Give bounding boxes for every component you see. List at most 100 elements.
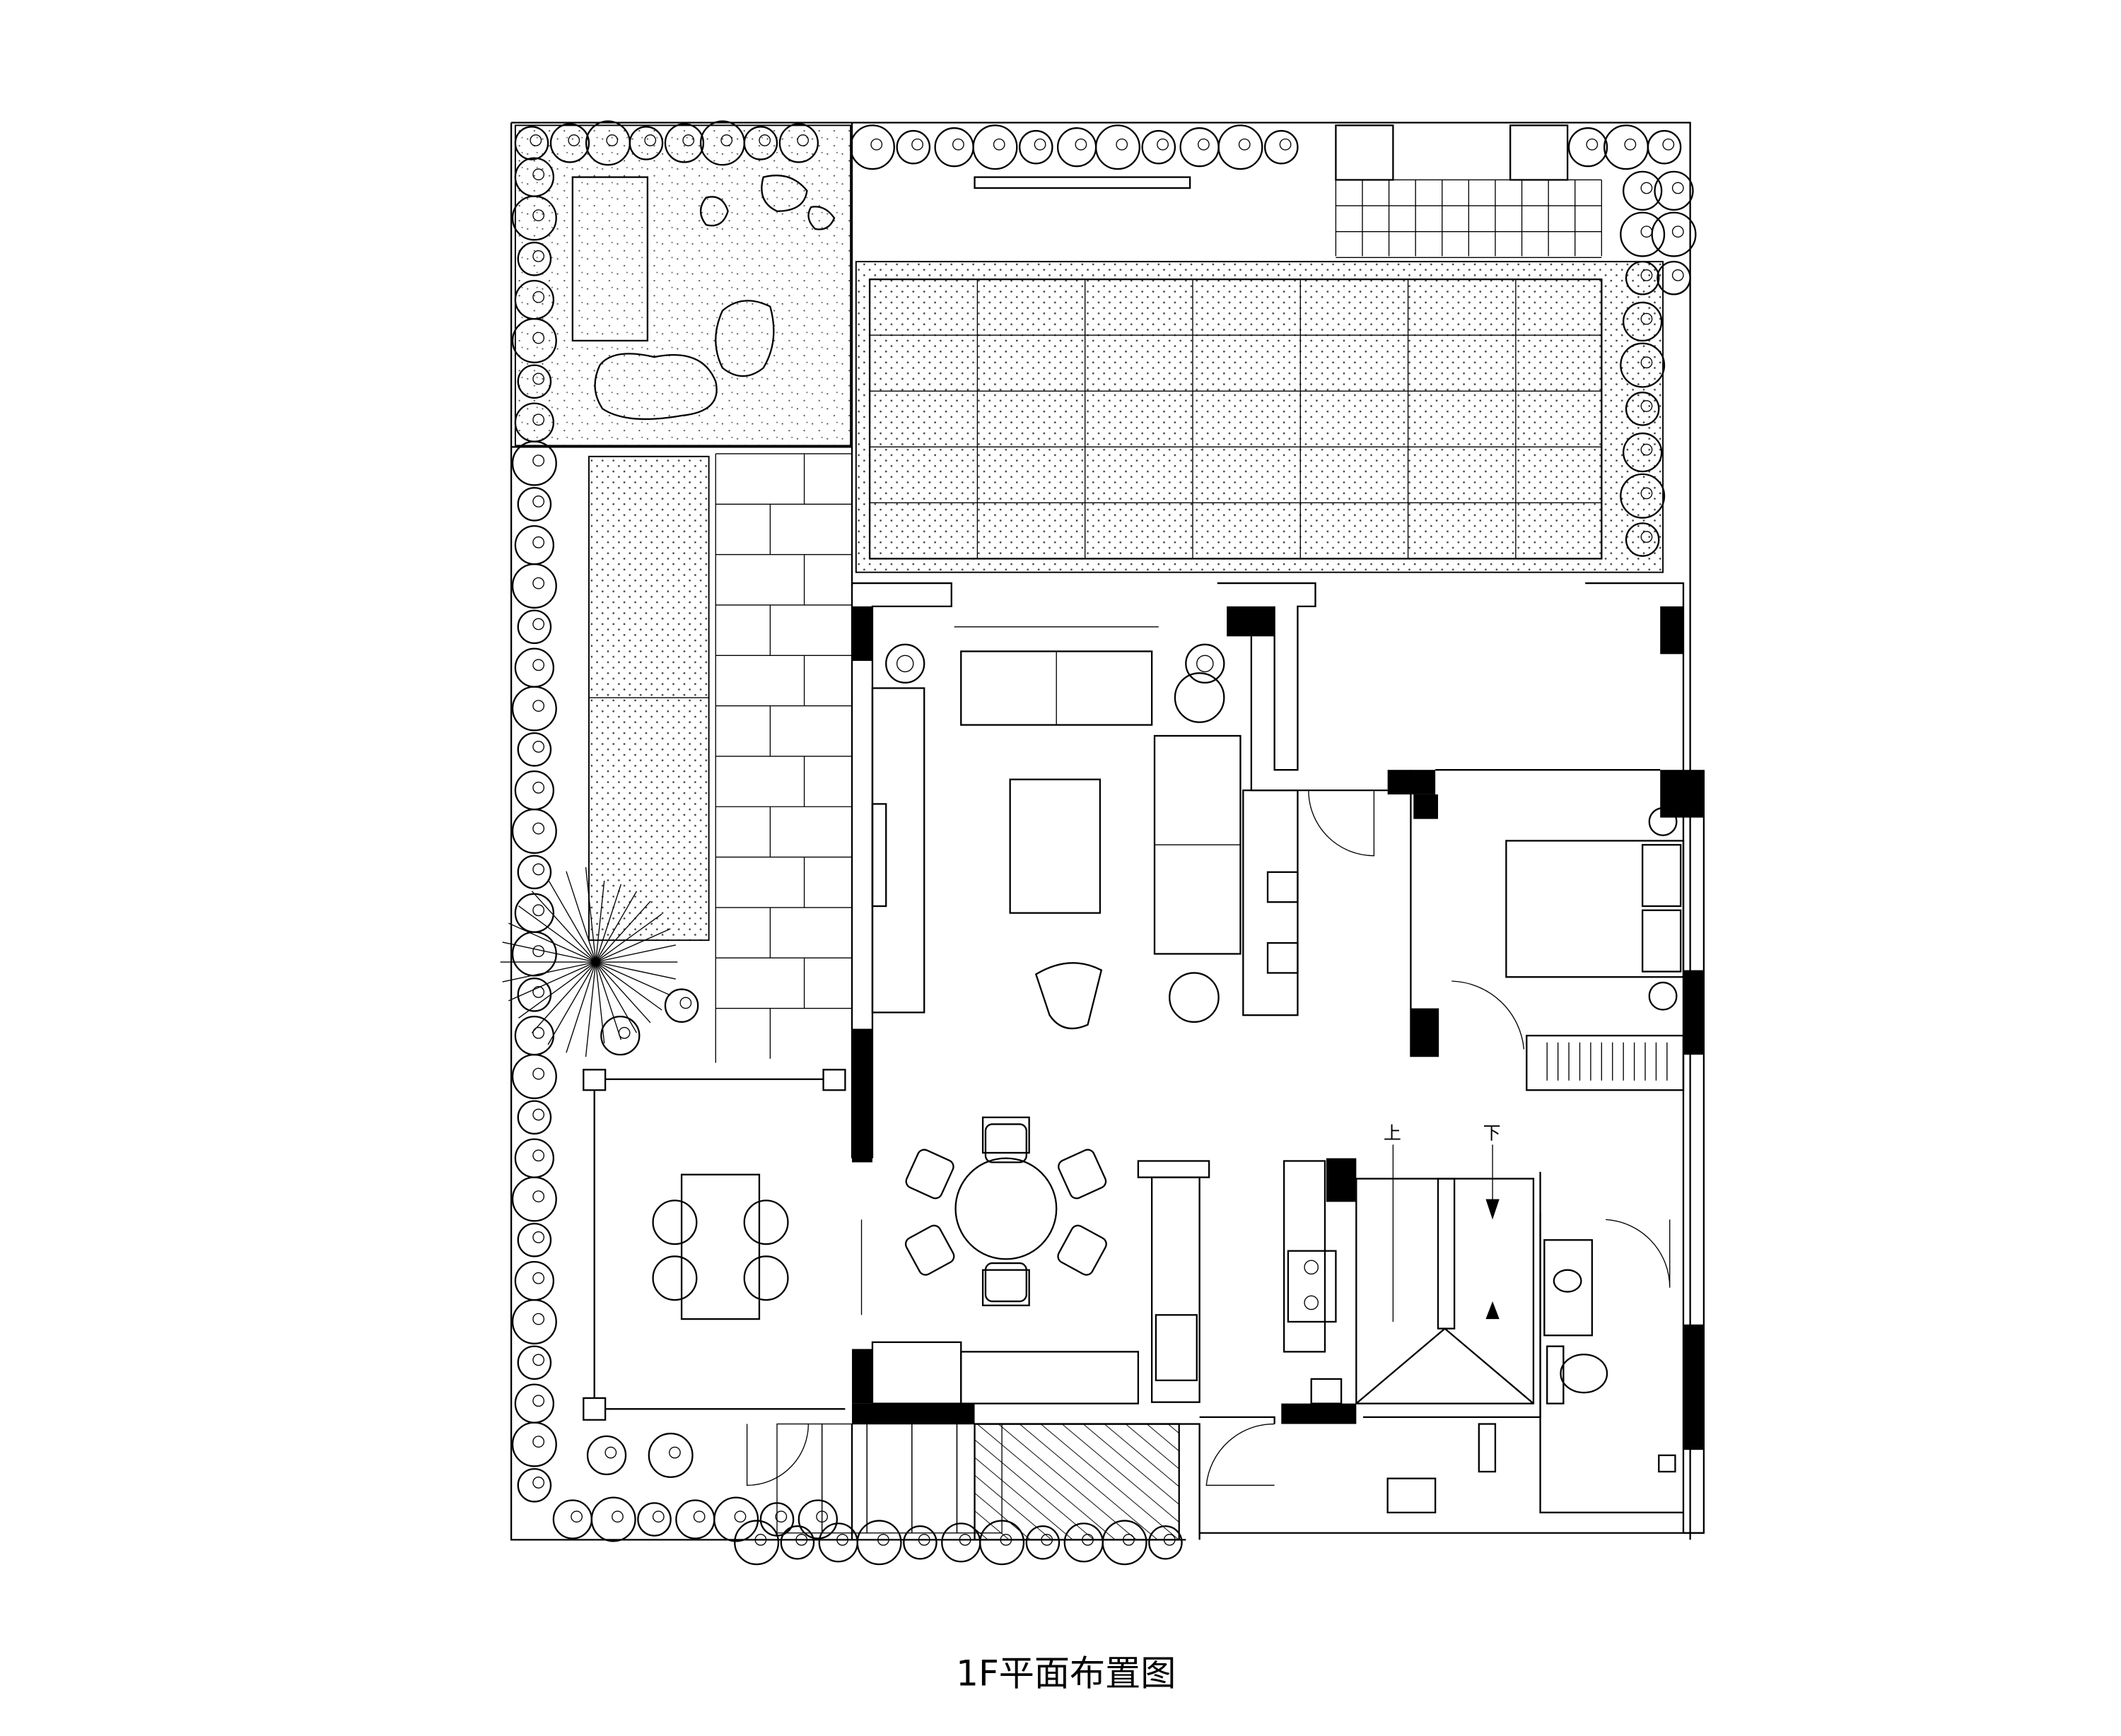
outdoor-chair (652, 1255, 698, 1301)
shrub-icon (1019, 129, 1053, 165)
shrub-center (571, 1511, 583, 1523)
shrub-center (1157, 138, 1169, 151)
shrub-center (1640, 225, 1653, 238)
shrub-center (532, 1231, 545, 1243)
shrub-icon (600, 1015, 641, 1056)
palm-frond (595, 961, 638, 1033)
shrub-center (877, 1534, 889, 1546)
shrub-icon (1625, 260, 1660, 295)
shrub-center (1640, 269, 1653, 281)
outdoor-chair (652, 1200, 698, 1245)
shrub-icon (713, 1496, 759, 1542)
shrub-center (797, 134, 810, 146)
shrub-center (816, 1511, 829, 1523)
shrub-center (1640, 182, 1653, 194)
shrub-center (1082, 1534, 1094, 1546)
shrub-icon (517, 1222, 552, 1257)
shrub-icon (1620, 473, 1666, 519)
shrub-icon (648, 1432, 694, 1478)
shrub-icon (514, 1015, 555, 1056)
shrub-icon (1141, 129, 1176, 165)
shrub-icon (511, 1176, 557, 1222)
palm-frond (531, 961, 597, 1033)
dining-chair (1058, 1149, 1107, 1200)
palm-frond (518, 961, 597, 1019)
shrub-icon (664, 123, 705, 163)
shrub-center (1640, 487, 1653, 500)
shrub-icon (637, 1502, 672, 1537)
shrub-icon (511, 1298, 557, 1344)
palm-frond (518, 905, 597, 963)
shrub-icon (517, 1467, 552, 1503)
shrub-icon (514, 524, 555, 565)
shrub-icon (1603, 124, 1649, 170)
shrub-center (532, 1395, 545, 1407)
shrub-icon (514, 770, 555, 811)
kitchen (871, 1160, 1343, 1404)
shrub-center (532, 618, 545, 631)
shrub-icon (517, 241, 552, 276)
shrub-center (1075, 138, 1087, 151)
dining-chair (904, 1224, 955, 1276)
shrub-center (532, 945, 545, 957)
shrub-icon (972, 124, 1018, 170)
shrub-icon (1620, 342, 1666, 388)
shrub-center (952, 138, 964, 151)
shrub-icon (1657, 260, 1691, 295)
shrub-icon (778, 123, 819, 163)
shrub-center (754, 1534, 767, 1546)
shrub-center (682, 134, 695, 146)
living-room-furniture (871, 626, 1299, 1030)
shrub-center (532, 904, 545, 917)
shrub-icon (1056, 127, 1097, 168)
shrub-center (1279, 138, 1292, 151)
shrub-icon (514, 647, 555, 688)
dining-chair (984, 1262, 1027, 1303)
shrub-center (1640, 531, 1653, 543)
shrub-icon (511, 317, 557, 363)
shrub-icon (896, 129, 931, 165)
shrub-center (1041, 1534, 1053, 1546)
paver (911, 1423, 958, 1534)
shrub-center (1198, 138, 1210, 151)
shrub-center (532, 332, 545, 344)
shrub-icon (517, 732, 552, 767)
palm-frond (595, 891, 638, 963)
shrub-icon (743, 126, 778, 160)
shrub-center (612, 1511, 624, 1523)
shrub-icon (856, 1520, 902, 1566)
shrub-center (652, 1511, 665, 1523)
shrub-center (720, 134, 733, 146)
shrub-center (1123, 1534, 1135, 1546)
paver (821, 1423, 867, 1534)
shrub-icon (517, 1100, 552, 1135)
dining-chair (905, 1149, 954, 1200)
shrub-icon (1625, 392, 1660, 426)
palm-frond (595, 961, 662, 1011)
palm-frond (531, 891, 597, 963)
shrub-icon (797, 1499, 838, 1539)
shrub-icon (1025, 1525, 1060, 1560)
gravel-garden (514, 124, 852, 447)
shrub-center (1671, 225, 1684, 238)
palm-tree (500, 867, 678, 1057)
shrub-center (1116, 138, 1128, 151)
shrub-icon (734, 1520, 780, 1566)
shrub-icon (941, 1523, 981, 1563)
shrub-center (1640, 400, 1653, 412)
shrub-icon (1179, 127, 1220, 168)
shrub-icon (511, 1053, 557, 1099)
shrub-center (679, 997, 692, 1009)
shrub-icon (511, 808, 557, 854)
shrub-icon (1148, 1525, 1183, 1560)
shrub-center (604, 1446, 617, 1459)
palm-frond (566, 961, 597, 1053)
shrub-icon (1625, 522, 1660, 557)
shrub-center (532, 577, 545, 590)
shrub-center (532, 495, 545, 508)
shrub-center (532, 1354, 545, 1366)
shrub-center (532, 291, 545, 303)
shrub-center (1640, 312, 1653, 325)
shrub-icon (849, 124, 895, 170)
